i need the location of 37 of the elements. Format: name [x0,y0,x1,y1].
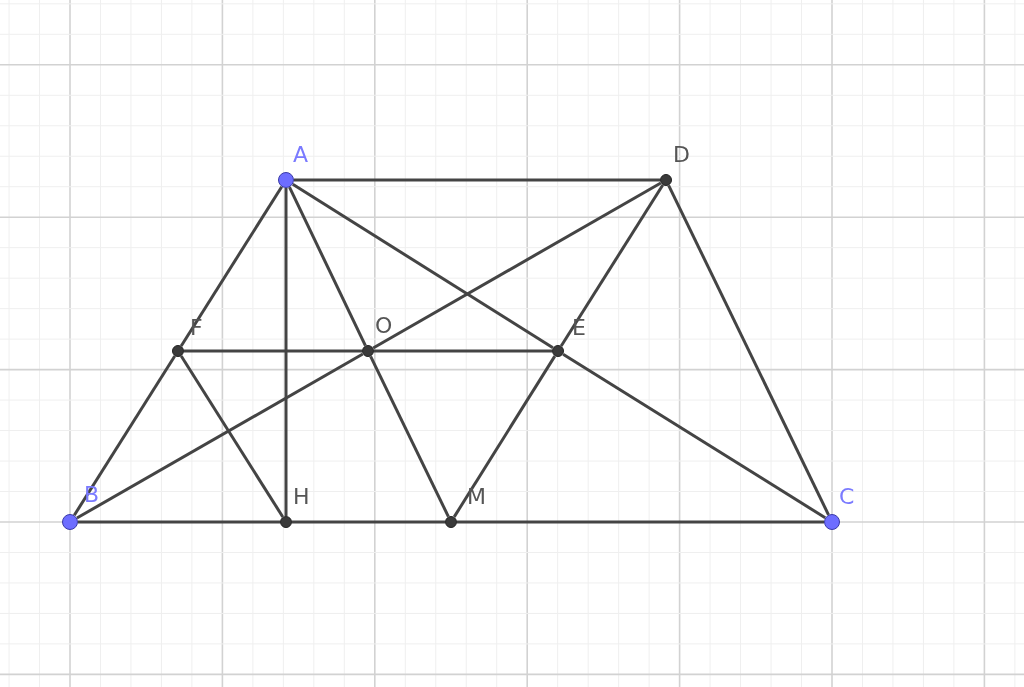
line-segment [179,355,285,518]
line-segment [562,352,826,520]
line-segment [284,188,288,516]
point-label: C [839,486,855,508]
point-dot [172,345,184,357]
line-segment [184,349,362,353]
line-segment [452,355,557,518]
line-segment [374,349,552,353]
line-segment [457,520,824,524]
point-dot [62,514,78,530]
line-segment [76,352,364,520]
point-label: F [190,317,203,339]
point-dot [362,345,374,357]
point-label: E [572,317,586,339]
point-label: A [293,144,309,166]
point-label: O [375,315,393,337]
point-dot [552,345,564,357]
line-segment [369,355,450,518]
line-segment [288,186,367,347]
line-segment [78,520,280,524]
point-label: B [84,484,100,506]
line-segment [292,520,445,524]
line-segment [73,355,177,517]
point-dot [280,516,292,528]
point-dot [660,174,672,186]
line-segment [179,185,283,347]
point-dot [445,516,457,528]
line-segment [559,184,665,347]
point-dot [824,514,840,530]
line-segment [667,184,830,516]
line-segment [291,183,554,350]
point-label: H [293,486,310,508]
point-label: M [467,486,486,508]
line-segment [372,181,662,350]
point-dot [278,172,294,188]
line-segment [294,178,660,182]
point-label: D [673,144,690,166]
